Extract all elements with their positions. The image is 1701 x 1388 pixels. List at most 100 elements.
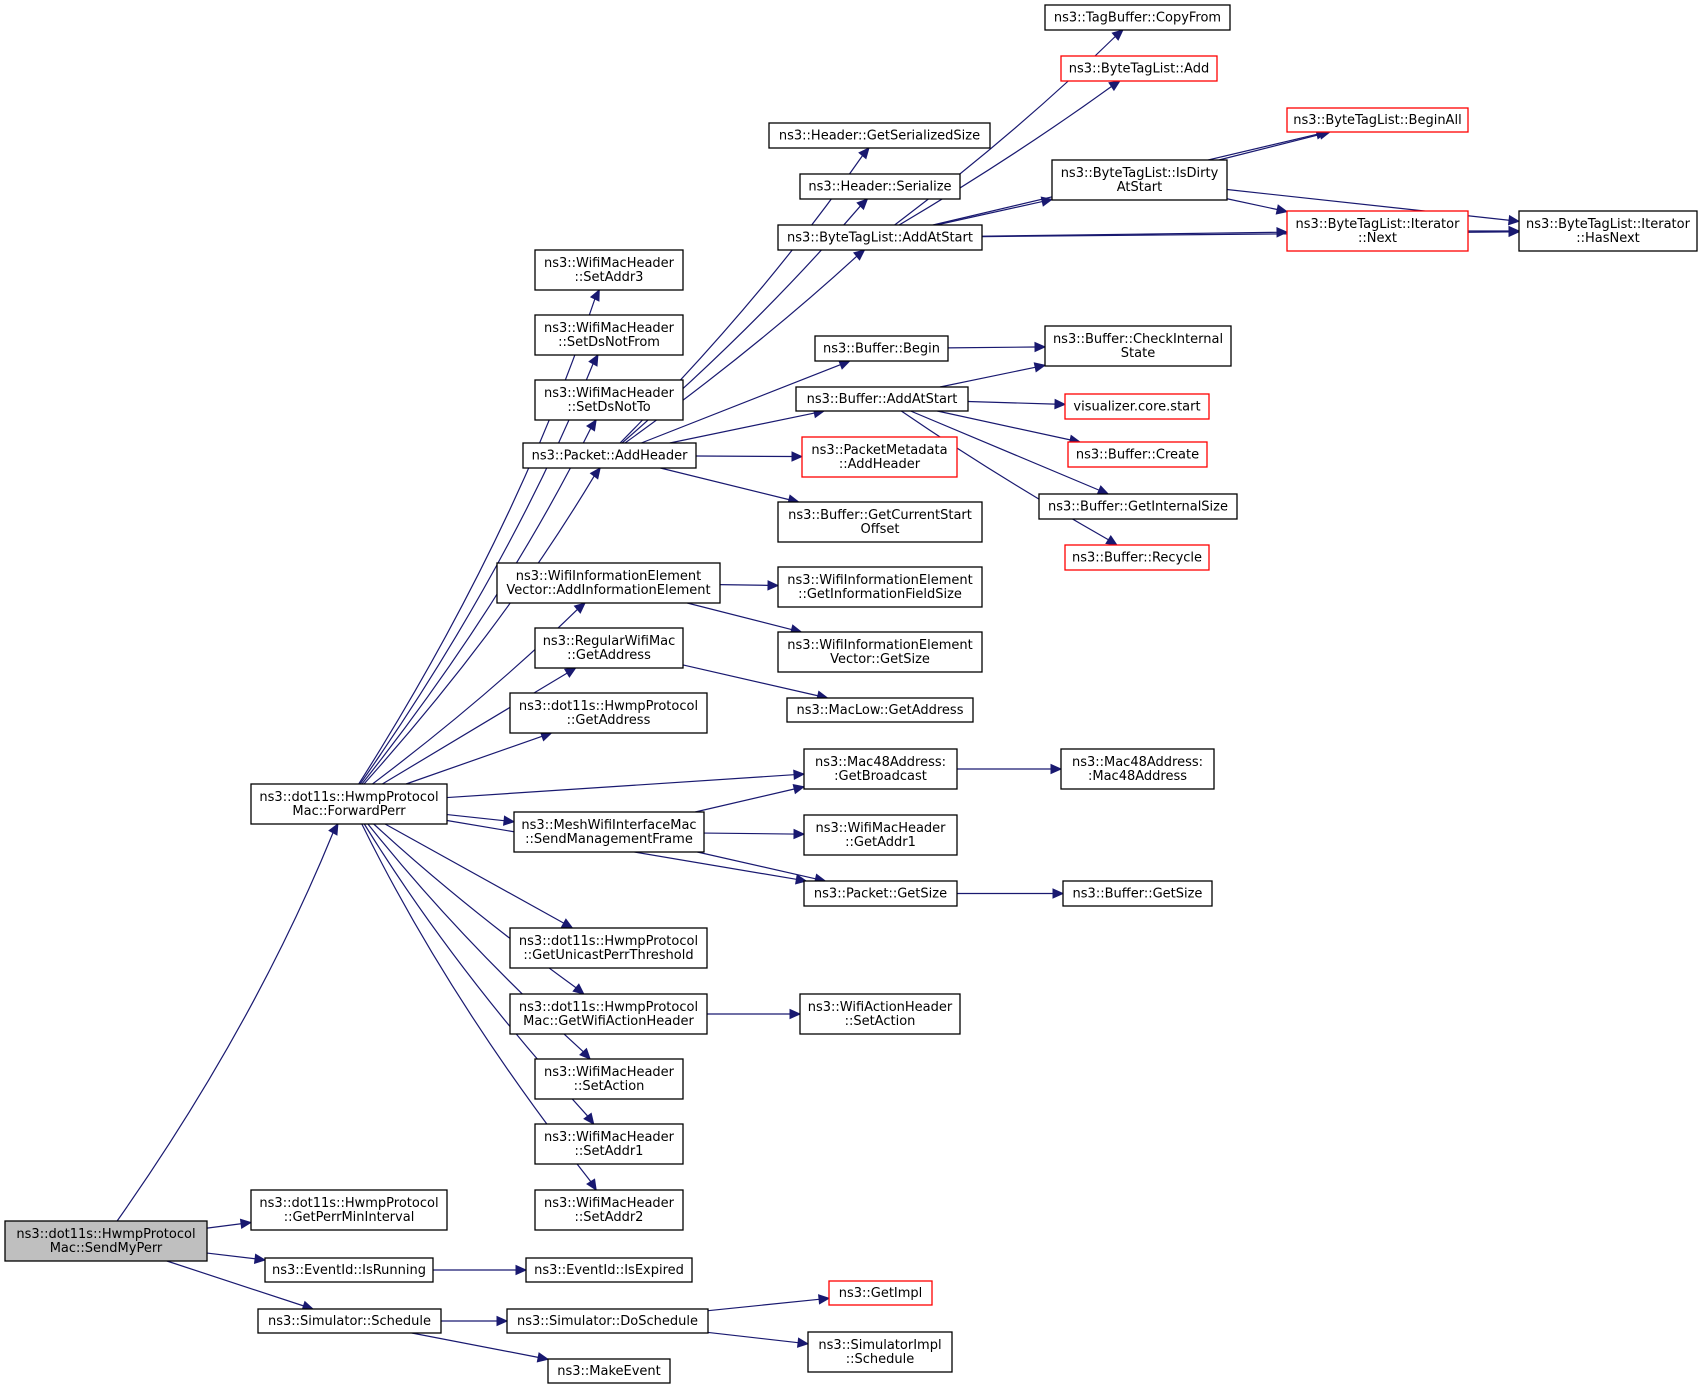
node-set-addr3[interactable]: ns3::WifiMacHeader::SetAddr3 bbox=[534, 249, 684, 291]
node-buffer-get-size[interactable]: ns3::Buffer::GetSize bbox=[1062, 880, 1213, 907]
node-set-addr1[interactable]: ns3::WifiMacHeader::SetAddr1 bbox=[534, 1123, 684, 1165]
node-wie-vector-get-size[interactable]: ns3::WifiInformationElementVector::GetSi… bbox=[777, 631, 983, 673]
node-box[interactable] bbox=[496, 562, 721, 604]
node-box[interactable] bbox=[803, 814, 958, 856]
node-box[interactable] bbox=[828, 1280, 933, 1306]
node-box[interactable] bbox=[250, 783, 448, 825]
node-get-wifi-action-header[interactable]: ns3::dot11s::HwmpProtocolMac::GetWifiAct… bbox=[509, 993, 708, 1035]
node-mac48-address[interactable]: ns3::Mac48Address::Mac48Address bbox=[1060, 748, 1215, 790]
node-set-ds-not-to[interactable]: ns3::WifiMacHeader::SetDsNotTo bbox=[534, 379, 684, 421]
node-box[interactable] bbox=[803, 748, 958, 790]
node-buffer-create[interactable]: ns3::Buffer::Create bbox=[1067, 441, 1208, 468]
node-get-broadcast[interactable]: ns3::Mac48Address::GetBroadcast bbox=[803, 748, 958, 790]
node-box[interactable] bbox=[799, 173, 961, 200]
node-box[interactable] bbox=[1044, 4, 1231, 31]
node-make-event[interactable]: ns3::MakeEvent bbox=[547, 1358, 671, 1384]
node-box[interactable] bbox=[1051, 159, 1228, 201]
node-get-unicast-perr-threshold[interactable]: ns3::dot11s::HwmpProtocol::GetUnicastPer… bbox=[509, 927, 708, 969]
node-is-running[interactable]: ns3::EventId::IsRunning bbox=[264, 1257, 434, 1283]
node-sim-impl-schedule[interactable]: ns3::SimulatorImpl::Schedule bbox=[807, 1331, 953, 1373]
node-box[interactable] bbox=[547, 1358, 671, 1384]
node-box[interactable] bbox=[534, 314, 684, 356]
node-get-internal-size[interactable]: ns3::Buffer::GetInternalSize bbox=[1038, 493, 1238, 520]
node-box[interactable] bbox=[1067, 441, 1208, 468]
node-box[interactable] bbox=[1062, 880, 1213, 907]
node-box[interactable] bbox=[534, 1189, 684, 1231]
node-box[interactable] bbox=[814, 335, 949, 362]
node-box[interactable] bbox=[4, 1220, 208, 1262]
node-box[interactable] bbox=[534, 627, 684, 669]
node-box[interactable] bbox=[803, 880, 958, 907]
node-get-serialized-size[interactable]: ns3::Header::GetSerializedSize bbox=[768, 122, 991, 149]
node-box[interactable] bbox=[799, 993, 961, 1035]
node-btl-iter-next[interactable]: ns3::ByteTagList::Iterator::Next bbox=[1286, 210, 1469, 252]
node-box[interactable] bbox=[777, 224, 983, 251]
node-mac-low-get-address[interactable]: ns3::MacLow::GetAddress bbox=[786, 697, 974, 723]
node-box[interactable] bbox=[506, 1308, 709, 1334]
node-box[interactable] bbox=[1064, 544, 1210, 571]
node-box[interactable] bbox=[1286, 210, 1469, 252]
node-box[interactable] bbox=[768, 122, 991, 149]
node-box[interactable] bbox=[1044, 325, 1232, 367]
node-box[interactable] bbox=[250, 1189, 448, 1231]
node-box[interactable] bbox=[513, 811, 705, 853]
node-box[interactable] bbox=[786, 697, 974, 723]
node-box[interactable] bbox=[509, 927, 708, 969]
node-box[interactable] bbox=[777, 566, 983, 608]
node-get-impl[interactable]: ns3::GetImpl bbox=[828, 1280, 933, 1306]
node-wah-set-action[interactable]: ns3::WifiActionHeader::SetAction bbox=[799, 993, 961, 1035]
node-box[interactable] bbox=[1060, 55, 1218, 82]
node-btl-iter-has-next[interactable]: ns3::ByteTagList::Iterator::HasNext bbox=[1518, 210, 1698, 252]
node-set-addr2[interactable]: ns3::WifiMacHeader::SetAddr2 bbox=[534, 1189, 684, 1231]
node-box[interactable] bbox=[509, 692, 708, 734]
node-reg-get-address[interactable]: ns3::RegularWifiMac::GetAddress bbox=[534, 627, 684, 669]
node-packet-add-header[interactable]: ns3::Packet::AddHeader bbox=[522, 442, 697, 469]
node-is-expired[interactable]: ns3::EventId::IsExpired bbox=[525, 1257, 693, 1283]
node-btl-add-at-start[interactable]: ns3::ByteTagList::AddAtStart bbox=[777, 224, 983, 251]
node-visualizer-start[interactable]: visualizer.core.start bbox=[1064, 393, 1210, 420]
node-forward-perr[interactable]: ns3::dot11s::HwmpProtocolMac::ForwardPer… bbox=[250, 783, 448, 825]
node-box[interactable] bbox=[534, 379, 684, 421]
node-schedule[interactable]: ns3::Simulator::Schedule bbox=[257, 1308, 442, 1334]
node-box[interactable] bbox=[1038, 493, 1238, 520]
node-box[interactable] bbox=[534, 249, 684, 291]
node-buffer-recycle[interactable]: ns3::Buffer::Recycle bbox=[1064, 544, 1210, 571]
node-set-ds-not-from[interactable]: ns3::WifiMacHeader::SetDsNotFrom bbox=[534, 314, 684, 356]
node-box[interactable] bbox=[1064, 393, 1210, 420]
node-btl-add[interactable]: ns3::ByteTagList::Add bbox=[1060, 55, 1218, 82]
node-box[interactable] bbox=[534, 1123, 684, 1165]
node-btl-begin-all[interactable]: ns3::ByteTagList::BeginAll bbox=[1286, 107, 1469, 133]
node-box[interactable] bbox=[777, 631, 983, 673]
node-add-info-element[interactable]: ns3::WifiInformationElementVector::AddIn… bbox=[496, 562, 721, 604]
node-box[interactable] bbox=[795, 386, 969, 412]
node-buffer-begin[interactable]: ns3::Buffer::Begin bbox=[814, 335, 949, 362]
node-box[interactable] bbox=[522, 442, 697, 469]
node-header-serialize[interactable]: ns3::Header::Serialize bbox=[799, 173, 961, 200]
node-box[interactable] bbox=[801, 436, 958, 478]
node-box[interactable] bbox=[1060, 748, 1215, 790]
node-get-addr1[interactable]: ns3::WifiMacHeader::GetAddr1 bbox=[803, 814, 958, 856]
node-box[interactable] bbox=[525, 1257, 693, 1283]
node-tag-buffer-copy-from[interactable]: ns3::TagBuffer::CopyFrom bbox=[1044, 4, 1231, 31]
node-box[interactable] bbox=[1518, 210, 1698, 252]
node-box[interactable] bbox=[777, 501, 983, 543]
node-box[interactable] bbox=[807, 1331, 953, 1373]
node-do-schedule[interactable]: ns3::Simulator::DoSchedule bbox=[506, 1308, 709, 1334]
node-hwmp-get-address[interactable]: ns3::dot11s::HwmpProtocol::GetAddress bbox=[509, 692, 708, 734]
node-box[interactable] bbox=[1286, 107, 1469, 133]
node-box[interactable] bbox=[534, 1058, 684, 1100]
node-get-information-field-size[interactable]: ns3::WifiInformationElement::GetInformat… bbox=[777, 566, 983, 608]
node-pm-add-header[interactable]: ns3::PacketMetadata::AddHeader bbox=[801, 436, 958, 478]
node-box[interactable] bbox=[264, 1257, 434, 1283]
node-get-perr-min-interval[interactable]: ns3::dot11s::HwmpProtocol::GetPerrMinInt… bbox=[250, 1189, 448, 1231]
node-packet-get-size[interactable]: ns3::Packet::GetSize bbox=[803, 880, 958, 907]
node-buffer-add-at-start[interactable]: ns3::Buffer::AddAtStart bbox=[795, 386, 969, 412]
node-wmh-set-action[interactable]: ns3::WifiMacHeader::SetAction bbox=[534, 1058, 684, 1100]
node-send-mgmt-frame[interactable]: ns3::MeshWifiInterfaceMac::SendManagemen… bbox=[513, 811, 705, 853]
node-box[interactable] bbox=[257, 1308, 442, 1334]
node-box[interactable] bbox=[509, 993, 708, 1035]
